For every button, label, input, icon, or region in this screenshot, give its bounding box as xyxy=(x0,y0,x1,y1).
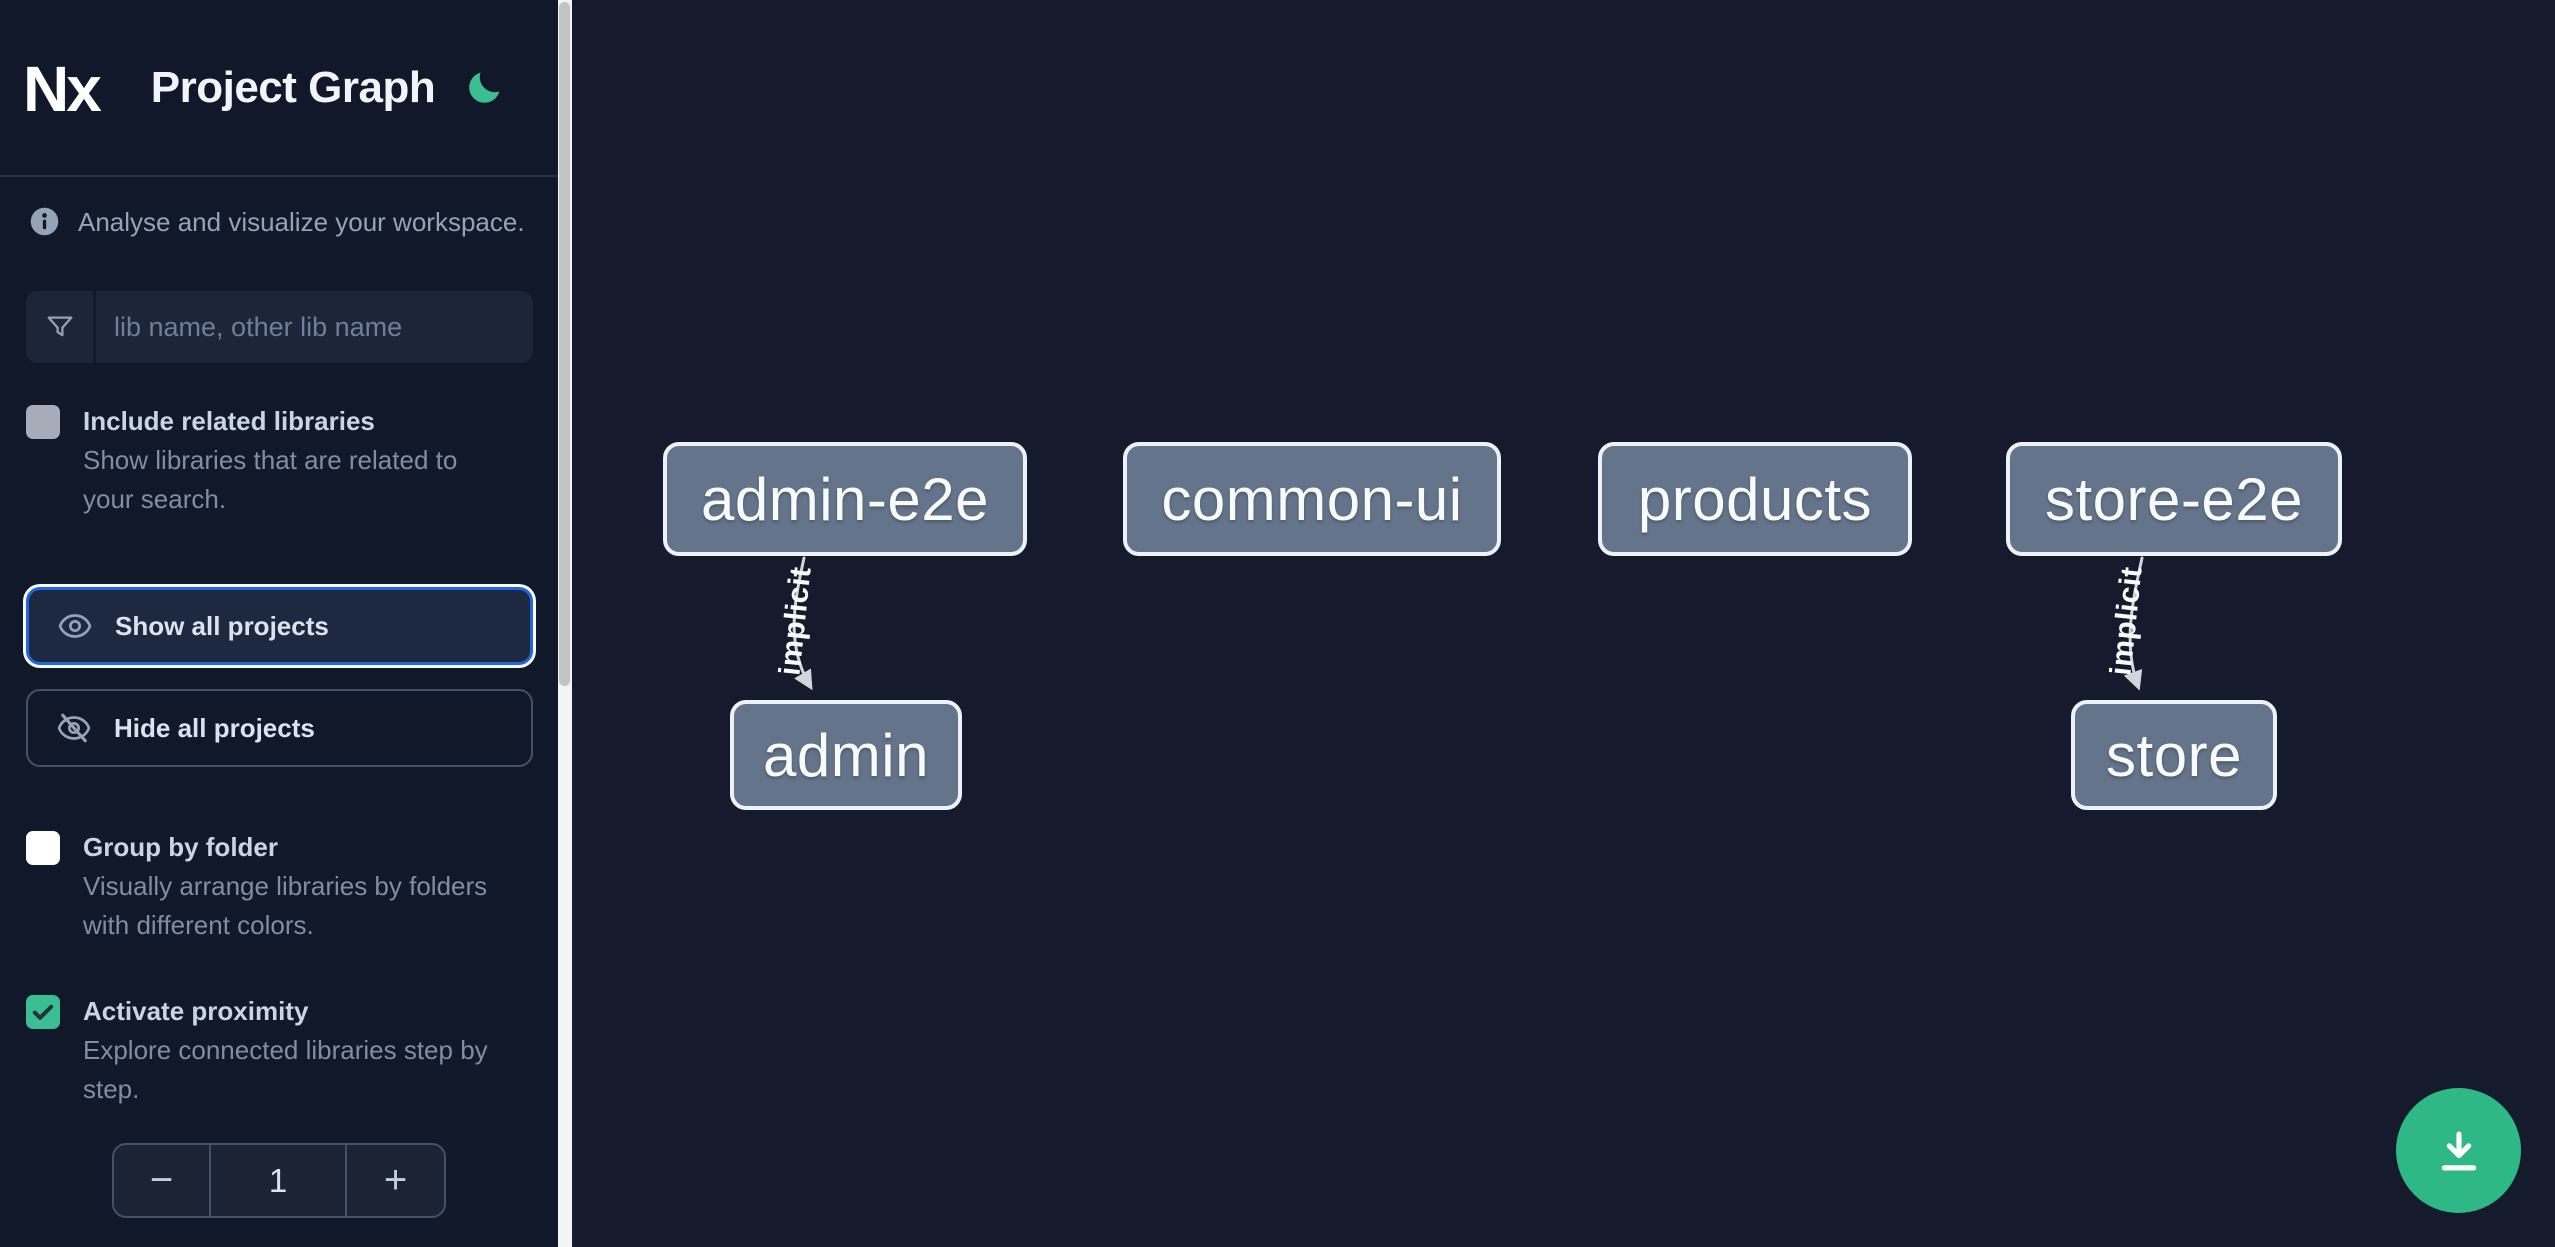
edge-label-implicit: implicit xyxy=(773,565,817,677)
sidebar-scrollbar-track xyxy=(558,0,572,1247)
download-icon xyxy=(2441,1131,2476,1170)
sidebar: Nx Project Graph Analyse and visualize y… xyxy=(0,0,558,1247)
moon-icon xyxy=(469,72,500,103)
toggle-label: Include related libraries xyxy=(83,406,375,436)
proximity-depth-stepper: − 1 + xyxy=(112,1143,446,1218)
graph-node-common-ui[interactable]: common-ui xyxy=(1123,442,1501,556)
show-all-projects-button[interactable]: Show all projects xyxy=(26,587,533,665)
filter-icon xyxy=(47,316,72,337)
search-input[interactable] xyxy=(96,291,533,363)
toggle-include-related-libraries: Include related libraries Show libraries… xyxy=(26,402,533,519)
edge-admin-e2e-admin xyxy=(792,556,813,691)
decrement-button[interactable]: − xyxy=(114,1145,209,1216)
hide-all-projects-button[interactable]: Hide all projects xyxy=(26,689,533,767)
download-button[interactable] xyxy=(2396,1088,2521,1213)
graph-node-products[interactable]: products xyxy=(1598,442,1912,556)
toggle-description: Visually arrange libraries by folders wi… xyxy=(83,871,488,940)
edges-layer: implicit implicit xyxy=(773,556,2149,691)
info-icon xyxy=(30,207,59,236)
svg-text:Nx: Nx xyxy=(26,56,102,120)
toggle-description: Show libraries that are related to your … xyxy=(83,445,458,514)
graph-node-store[interactable]: store xyxy=(2071,700,2277,810)
checkbox-activate-proximity[interactable] xyxy=(26,995,60,1029)
show-all-projects-label: Show all projects xyxy=(115,610,329,641)
eye-icon xyxy=(58,614,92,638)
checkbox-group-by-folder[interactable] xyxy=(26,831,60,865)
graph-node-admin-e2e[interactable]: admin-e2e xyxy=(663,442,1027,556)
page-title: Project Graph xyxy=(150,62,436,112)
sidebar-header: Nx Project Graph xyxy=(0,0,558,177)
graph-node-admin[interactable]: admin xyxy=(730,700,962,810)
toggle-label: Group by folder xyxy=(83,832,278,862)
sidebar-scrollbar-thumb[interactable] xyxy=(559,2,570,686)
stepper-value: 1 xyxy=(209,1145,347,1216)
eye-slash-icon xyxy=(57,713,91,743)
hide-all-projects-label: Hide all projects xyxy=(114,712,315,743)
increment-button[interactable]: + xyxy=(347,1145,444,1216)
edge-store-e2e-store xyxy=(2123,556,2144,691)
theme-toggle-button[interactable] xyxy=(464,68,504,108)
nx-logo: Nx xyxy=(26,56,105,120)
search-box xyxy=(26,291,533,363)
toggle-activate-proximity: Activate proximity Explore connected lib… xyxy=(26,992,533,1109)
toggle-label: Activate proximity xyxy=(83,996,309,1026)
toggle-description: Explore connected libraries step by step… xyxy=(83,1035,488,1104)
edge-label-implicit: implicit xyxy=(2104,565,2148,677)
graph-node-store-e2e[interactable]: store-e2e xyxy=(2006,442,2342,556)
toggle-group-by-folder: Group by folder Visually arrange librari… xyxy=(26,828,533,945)
check-icon xyxy=(32,1004,54,1020)
info-row: Analyse and visualize your workspace. xyxy=(28,204,533,240)
info-text: Analyse and visualize your workspace. xyxy=(78,207,525,237)
graph-canvas[interactable]: implicit implicit admin-e2e common-ui produ… xyxy=(572,0,2555,1247)
checkbox-include-related-libraries[interactable] xyxy=(26,405,60,439)
